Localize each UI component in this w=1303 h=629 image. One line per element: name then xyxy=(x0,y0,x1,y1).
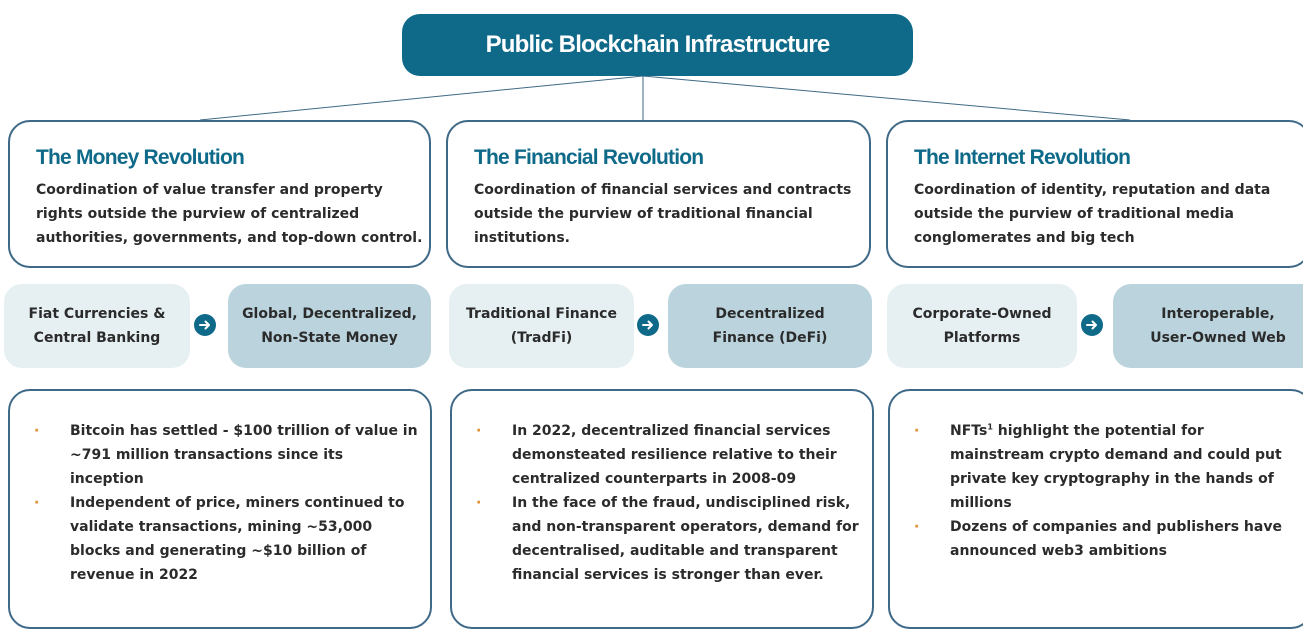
internet-revolution-title: The Internet Revolution xyxy=(914,146,1131,169)
to-non-state-money-pill: Global, Decentralized, Non-State Money xyxy=(228,284,431,368)
arrow-right-circle-icon xyxy=(194,314,216,336)
connector-lines xyxy=(199,75,1131,121)
financial-bullet-list: ·In 2022, decentralized financial servic… xyxy=(476,419,862,587)
bullet-icon: · xyxy=(476,495,482,511)
money-bullet-list: ·Bitcoin has settled - $100 trillion of … xyxy=(34,419,420,587)
internet-revolution-card: The Internet Revolution Coordination of … xyxy=(886,120,1303,268)
from-tradfi-pill: Traditional Finance (TradFi) xyxy=(449,284,634,368)
money-revolution-title: The Money Revolution xyxy=(36,146,245,169)
list-item: ·Independent of price, miners continued … xyxy=(34,491,420,587)
financial-revolution-title: The Financial Revolution xyxy=(474,146,704,169)
list-item: ·NFTs1 highlight the potential for mains… xyxy=(914,419,1301,515)
internet-revolution-description: Coordination of identity, reputation and… xyxy=(914,182,1271,246)
arrow-right-circle-icon xyxy=(637,314,659,336)
from-corporate-platforms-pill: Corporate-Owned Platforms xyxy=(887,284,1077,368)
money-revolution-details: ·Bitcoin has settled - $100 trillion of … xyxy=(8,389,432,629)
bullet-icon: · xyxy=(34,423,40,439)
internet-bullet-list: ·NFTs1 highlight the potential for mains… xyxy=(914,419,1301,563)
connector-left xyxy=(199,75,644,121)
to-defi-pill: Decentralized Finance (DeFi) xyxy=(668,284,872,368)
list-item: ·In 2022, decentralized financial servic… xyxy=(476,419,862,491)
from-fiat-pill: Fiat Currencies & Central Banking xyxy=(4,284,190,368)
financial-revolution-details: ·In 2022, decentralized financial servic… xyxy=(450,389,874,629)
bullet-icon: · xyxy=(914,519,920,535)
bullet-icon: · xyxy=(34,495,40,511)
list-item: ·In the face of the fraud, undisciplined… xyxy=(476,491,862,587)
money-revolution-card: The Money Revolution Coordination of val… xyxy=(8,120,431,268)
bullet-icon: · xyxy=(476,423,482,439)
internet-revolution-details: ·NFTs1 highlight the potential for mains… xyxy=(888,389,1303,629)
financial-revolution-description: Coordination of financial services and c… xyxy=(474,182,852,246)
to-user-owned-web-pill: Interoperable, User-Owned Web xyxy=(1113,284,1303,368)
page-title: Public Blockchain Infrastructure xyxy=(402,14,913,76)
money-revolution-description: Coordination of value transfer and prope… xyxy=(36,182,423,246)
connector-right xyxy=(642,75,1131,121)
footnote-marker: 1 xyxy=(987,422,993,432)
list-item: ·Dozens of companies and publishers have… xyxy=(914,515,1301,563)
arrow-right-circle-icon xyxy=(1081,314,1103,336)
bullet-icon: · xyxy=(914,423,920,439)
list-item: ·Bitcoin has settled - $100 trillion of … xyxy=(34,419,420,491)
financial-revolution-card: The Financial Revolution Coordination of… xyxy=(446,120,871,268)
